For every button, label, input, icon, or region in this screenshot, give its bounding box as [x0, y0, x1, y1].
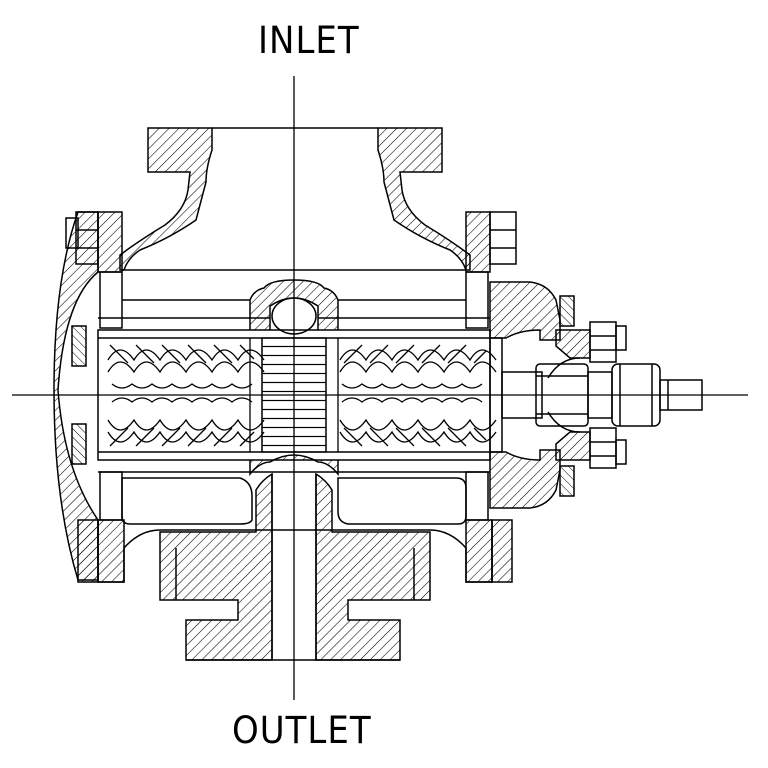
- seal-housing: [489, 281, 627, 509]
- flange-bolts: [75, 211, 517, 265]
- outlet-flange: [159, 472, 431, 661]
- left-end-cover: [53, 211, 99, 583]
- inlet-flange: [119, 127, 471, 271]
- outlet-label: OUTLET: [232, 709, 372, 753]
- centerlines: [12, 76, 748, 700]
- inlet-label: INLET: [258, 19, 360, 63]
